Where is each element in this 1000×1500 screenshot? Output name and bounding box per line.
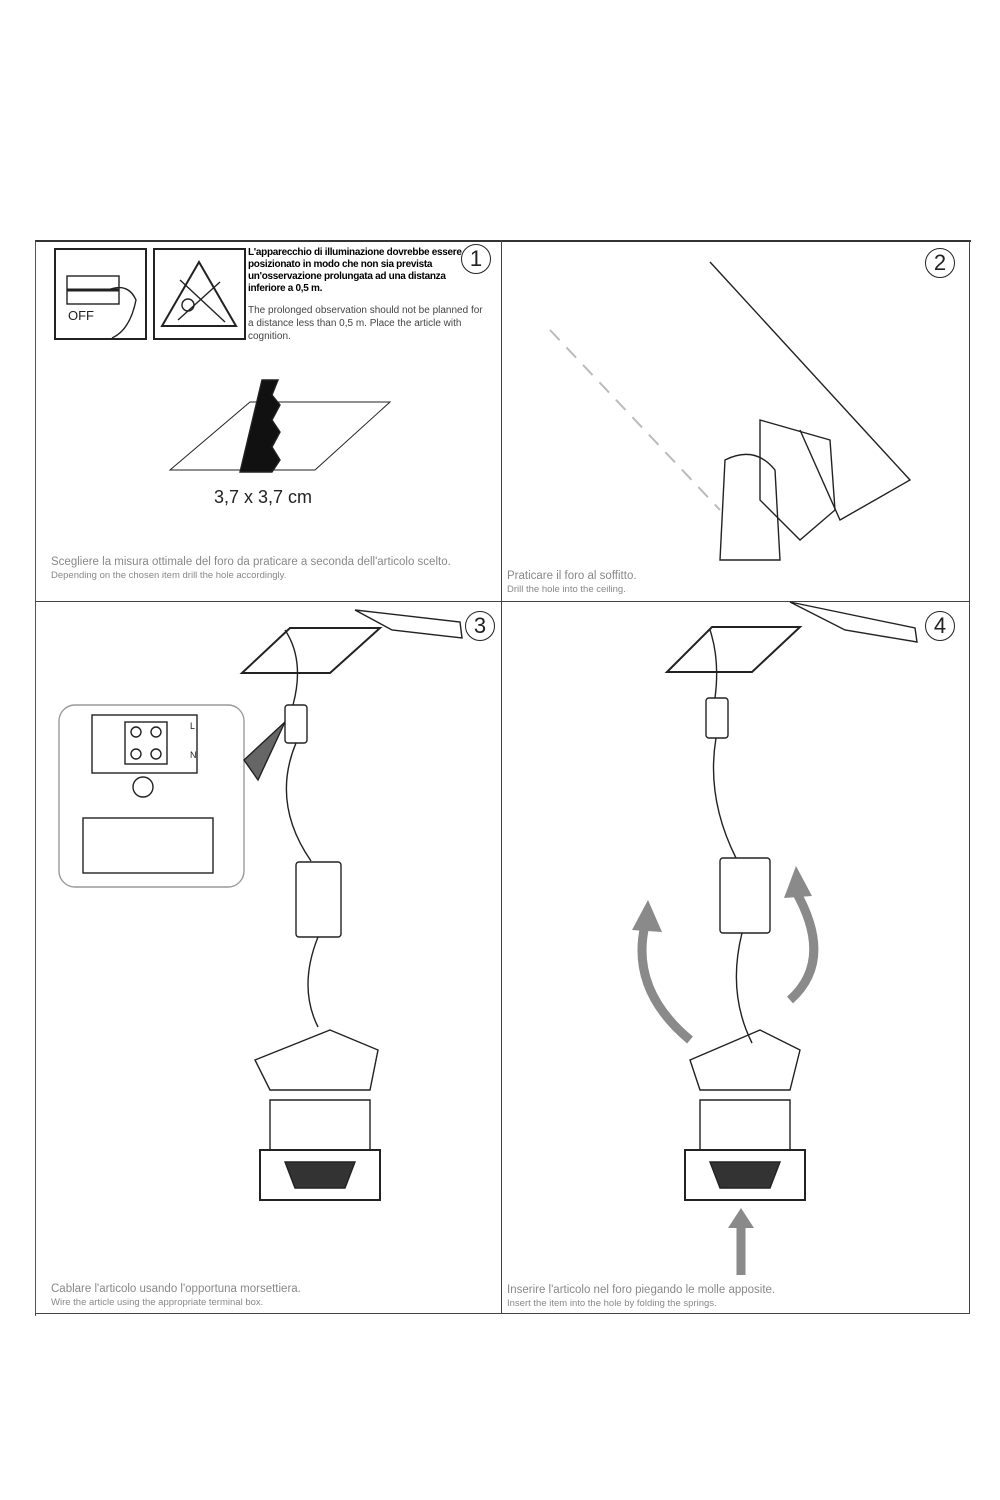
step-caption: Scegliere la misura ottimale del foro da… [51,555,481,583]
step-caption: Cablare l'articolo usando l'opportuna mo… [51,1282,481,1310]
terminal-label-l: L [190,721,196,731]
power-off-icon [54,248,147,340]
caption-en: Insert the item into the hole by folding… [507,1298,717,1309]
wiring-drawing [58,609,463,1201]
divider [969,240,970,1314]
hand-saw-drawing [549,261,912,561]
caption-en: Depending on the chosen item drill the h… [51,570,287,581]
caption-it: Cablare l'articolo usando l'opportuna mo… [51,1283,301,1295]
step-number: 1 [461,244,491,274]
step-number: 2 [925,248,955,278]
hole-dimension: 3,7 x 3,7 cm [214,487,313,507]
instruction-frame [35,240,971,1316]
step-caption: Praticare il foro al soffitto. Drill the… [507,569,947,597]
warning-text-it: L'apparecchio di illuminazione dovrebbe … [248,247,462,294]
ceiling-hole-drawing [168,379,392,473]
rotate-arrow-icon [637,887,819,1044]
insertion-drawing [632,601,918,1275]
terminal-label-n: N [190,750,197,760]
caption-it: Inserire l'articolo nel foro piegando le… [507,1284,776,1296]
caption-it: Praticare il foro al soffitto. [507,570,637,582]
off-label: OFF [68,308,94,323]
step-caption: Inserire l'articolo nel foro piegando le… [507,1283,957,1311]
caption-en: Wire the article using the appropriate t… [51,1297,264,1308]
warning-text-en: The prolonged observation should not be … [248,305,483,342]
push-up-arrow-icon [728,1208,754,1275]
caption-it: Scegliere la misura ottimale del foro da… [51,556,451,568]
eye-distance-warning-icon [153,248,246,340]
caption-en: Drill the hole into the ceiling. [507,584,626,595]
divider [35,1313,970,1314]
step-number: 4 [925,611,955,641]
step-number: 3 [465,611,495,641]
divider [501,240,502,1314]
divider [35,601,970,602]
